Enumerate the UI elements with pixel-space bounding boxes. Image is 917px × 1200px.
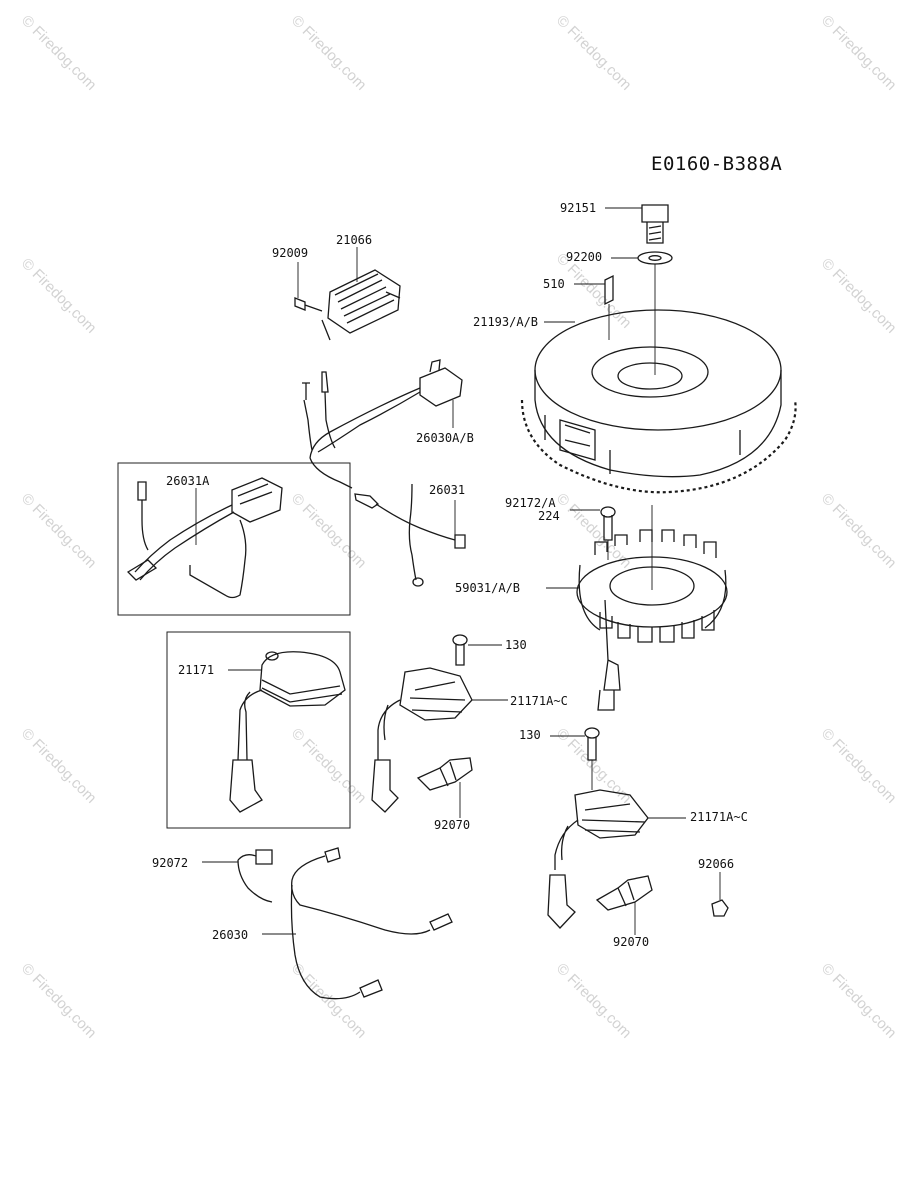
label-92009: 92009 [272,246,309,260]
bolt-92172-drawing [570,506,616,560]
nut-92066-drawing [711,872,729,917]
key-510-drawing [574,274,614,340]
label-26031a: 26031A [166,474,210,488]
label-59031: 59031/A/B [455,581,521,595]
label-92070-lower: 92070 [613,935,650,949]
label-26030ab: 26030A/B [416,431,474,445]
harness-26031-drawing [354,483,466,587]
spark-plug-lower-drawing [595,875,653,935]
label-92066: 92066 [698,857,735,871]
label-92072: 92072 [152,856,189,870]
spark-plug-upper-drawing [416,757,473,818]
label-130-upper: 130 [505,638,527,652]
label-26031: 26031 [429,483,466,497]
label-21171ac-lower: 21171A~C [690,810,748,824]
coil-21171-drawing [228,651,346,813]
flywheel-drawing [520,309,797,494]
stator-drawing [576,505,728,711]
clip-92072-drawing [202,849,273,903]
bolt-130-lower-drawing [550,727,600,790]
bolt-130-upper-drawing [452,634,502,666]
label-21066: 21066 [336,233,373,247]
regulator-drawing [294,247,401,341]
bolt-92151-drawing [605,204,669,244]
label-21193: 21193/A/B [473,315,539,329]
harness-26030ab-drawing [302,359,463,489]
washer-92200-drawing [611,251,673,375]
box-21171 [166,631,351,829]
label-130-lower: 130 [519,728,541,742]
coil-21171ac-upper-drawing [371,667,508,813]
label-21171: 21171 [178,663,215,677]
label-92070-upper: 92070 [434,818,471,832]
harness-26031a-drawing [126,477,283,599]
label-92151: 92151 [560,201,597,215]
label-510: 510 [543,277,565,291]
diagram-code: E0160-B388A [651,153,783,175]
coil-21171ac-lower-drawing [547,789,686,929]
label-21171ac-upper: 21171A~C [510,694,568,708]
label-92200: 92200 [566,250,603,264]
box-26031a [117,462,351,616]
label-26030: 26030 [212,928,249,942]
lead-wire-26030-drawing [262,847,453,1000]
label-92172: 92172/A [505,496,556,510]
label-224: 224 [538,509,560,523]
